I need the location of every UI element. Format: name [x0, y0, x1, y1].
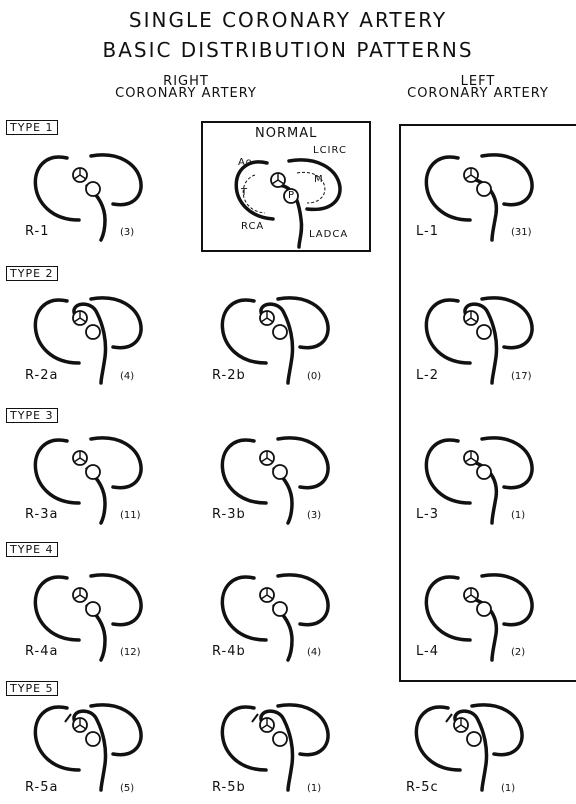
case-count: (5) — [120, 783, 135, 794]
case-l-3: L-3 (1) — [416, 425, 576, 537]
heart-outline-drawing — [33, 436, 143, 525]
label-ladca: LADCA — [309, 229, 349, 240]
left-header-line-2: CORONARY ARTERY — [407, 86, 549, 101]
heart-outline-drawing — [33, 573, 143, 662]
heart-outline-drawing — [414, 703, 524, 792]
case-code: R-4b — [212, 644, 246, 659]
case-code: R-2a — [25, 368, 59, 383]
case-code: L-1 — [416, 224, 439, 239]
case-l-4: L-4 (2) — [416, 562, 576, 674]
normal-title: NORMAL — [255, 126, 318, 141]
case-r-4a: R-4a (12) — [25, 562, 195, 674]
case-code: R-5c — [406, 780, 439, 795]
type-2-label: TYPE 2 — [6, 266, 58, 281]
case-code: L-3 — [416, 507, 439, 522]
case-code: R-3a — [25, 507, 59, 522]
case-count: (3) — [307, 510, 322, 521]
case-r-5c: R-5c (1) — [406, 692, 576, 804]
case-count: (4) — [307, 647, 322, 658]
right-header-line-1: RIGHT — [163, 74, 209, 89]
case-count: (3) — [120, 227, 135, 238]
case-count: (0) — [307, 371, 322, 382]
heart-outline-drawing — [220, 703, 330, 792]
type-1-label: TYPE 1 — [6, 120, 58, 135]
heart-outline-drawing — [33, 153, 143, 242]
case-r-3b: R-3b (3) — [212, 425, 382, 537]
case-count: (12) — [120, 647, 141, 658]
case-r-2a: R-2a (4) — [25, 285, 195, 397]
heart-outline-drawing — [220, 296, 330, 385]
case-count: (31) — [511, 227, 532, 238]
type-5-label: TYPE 5 — [6, 681, 58, 696]
left-coronary-frame — [399, 124, 576, 682]
case-count: (1) — [307, 783, 322, 794]
heart-outline-drawing — [424, 436, 534, 525]
heart-outline-drawing — [33, 703, 143, 792]
heart-outline-drawing — [424, 153, 534, 242]
label-aorta: Ao — [238, 157, 253, 168]
case-code: R-1 — [25, 224, 50, 239]
heart-outline-drawing — [33, 296, 143, 385]
case-count: (1) — [511, 510, 526, 521]
normal-diagram: NORMAL Ao LCIRC T P M RCA LADCA — [201, 121, 371, 252]
case-l-2: L-2 (17) — [416, 285, 576, 397]
case-code: R-3b — [212, 507, 246, 522]
type-4-label: TYPE 4 — [6, 542, 58, 557]
heart-outline-drawing — [220, 573, 330, 662]
case-r-3a: R-3a (11) — [25, 425, 195, 537]
title-line-2: BASIC DISTRIBUTION PATTERNS — [102, 38, 474, 62]
case-code: L-2 — [416, 368, 439, 383]
type-3-label: TYPE 3 — [6, 408, 58, 423]
case-code: R-5a — [25, 780, 59, 795]
heart-outline-drawing — [220, 436, 330, 525]
case-count: (11) — [120, 510, 141, 521]
case-r-1: R-1 (3) — [25, 142, 195, 254]
case-code: L-4 — [416, 644, 439, 659]
case-r-5a: R-5a (5) — [25, 692, 195, 804]
label-p: P — [288, 190, 296, 201]
case-l-1: L-1 (31) — [416, 142, 576, 254]
case-count: (17) — [511, 371, 532, 382]
case-code: R-4a — [25, 644, 59, 659]
normal-heart-drawing — [234, 158, 342, 249]
case-code: R-5b — [212, 780, 246, 795]
label-rca: RCA — [241, 221, 265, 232]
label-t: T — [241, 187, 249, 198]
case-r-4b: R-4b (4) — [212, 562, 382, 674]
left-header: LEFT CORONARY ARTERY — [380, 74, 576, 101]
label-lcirc: LCIRC — [313, 145, 347, 156]
title-line-1: SINGLE CORONARY ARTERY — [128, 8, 448, 32]
case-code: R-2b — [212, 368, 246, 383]
case-count: (4) — [120, 371, 135, 382]
heart-outline-drawing — [424, 296, 534, 385]
left-header-line-1: LEFT — [460, 74, 496, 89]
right-header: RIGHT CORONARY ARTERY — [96, 74, 276, 101]
case-count: (1) — [501, 783, 516, 794]
heart-outline-drawing — [424, 573, 534, 662]
label-m: M — [314, 174, 324, 185]
right-header-line-2: CORONARY ARTERY — [115, 86, 257, 101]
case-r-2b: R-2b (0) — [212, 285, 382, 397]
case-count: (2) — [511, 647, 526, 658]
case-r-5b: R-5b (1) — [212, 692, 382, 804]
